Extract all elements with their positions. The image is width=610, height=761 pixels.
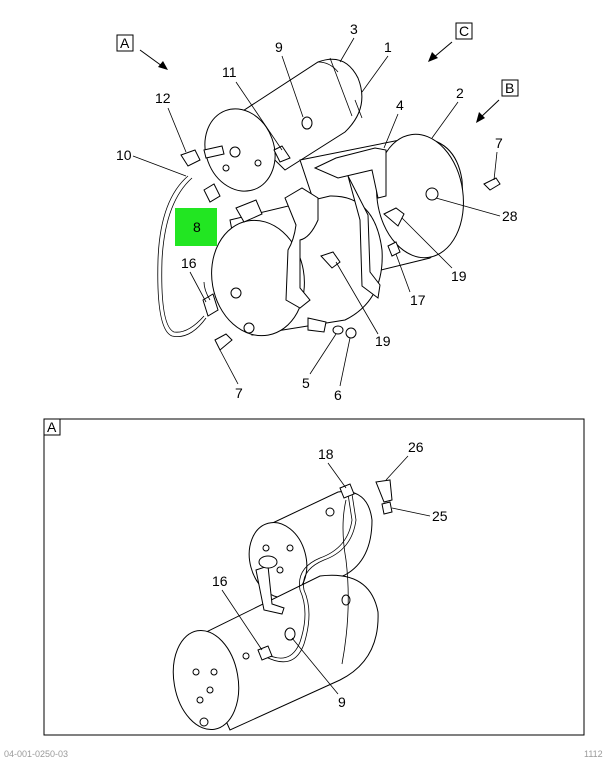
- svg-text:A: A: [47, 419, 57, 435]
- svg-text:B: B: [505, 80, 514, 96]
- highlight-part-8: 8: [175, 208, 217, 246]
- callout-5: 5: [302, 375, 310, 391]
- callout-17: 17: [410, 292, 426, 308]
- inset-callout-18: 18: [318, 446, 334, 462]
- figure-code: 1112: [584, 749, 603, 759]
- svg-text:8: 8: [193, 219, 201, 235]
- view-label-c: C: [428, 22, 473, 62]
- figure-number: 04-001-0250-03: [4, 749, 68, 759]
- callout-6: 6: [334, 387, 342, 403]
- callout-19-right: 19: [451, 268, 467, 284]
- callout-19-lower: 19: [375, 333, 391, 349]
- callout-4: 4: [396, 97, 404, 113]
- view-label-b: B: [476, 79, 519, 123]
- inset-callout-9: 9: [338, 694, 346, 710]
- inset-callout-25: 25: [432, 508, 448, 524]
- view-label-a: A: [116, 34, 168, 70]
- inset-view-a: A: [43, 418, 585, 736]
- callout-2: 2: [456, 85, 464, 101]
- inset-frame: [43, 418, 585, 736]
- callout-16: 16: [181, 255, 197, 271]
- inset-callout-26: 26: [408, 439, 424, 455]
- callout-11: 11: [222, 64, 237, 80]
- callout-28: 28: [502, 208, 518, 224]
- callout-7-top: 7: [495, 135, 503, 151]
- tank-assembly-drawing: [157, 57, 501, 351]
- callout-9: 9: [275, 39, 283, 55]
- callout-7-bottom: 7: [235, 385, 243, 401]
- svg-text:A: A: [120, 35, 130, 51]
- highlight-box: [175, 208, 217, 246]
- callout-1: 1: [384, 39, 392, 55]
- main-callouts: 9 3 1 11 12 4 2 10 7 28 16 19 17 19 5 6: [116, 21, 518, 403]
- callout-3: 3: [350, 21, 358, 37]
- inset-callout-16: 16: [212, 573, 228, 589]
- callout-12: 12: [155, 90, 171, 106]
- svg-text:C: C: [459, 23, 469, 39]
- inset-tank-drawing: [172, 479, 393, 731]
- callout-10: 10: [116, 147, 132, 163]
